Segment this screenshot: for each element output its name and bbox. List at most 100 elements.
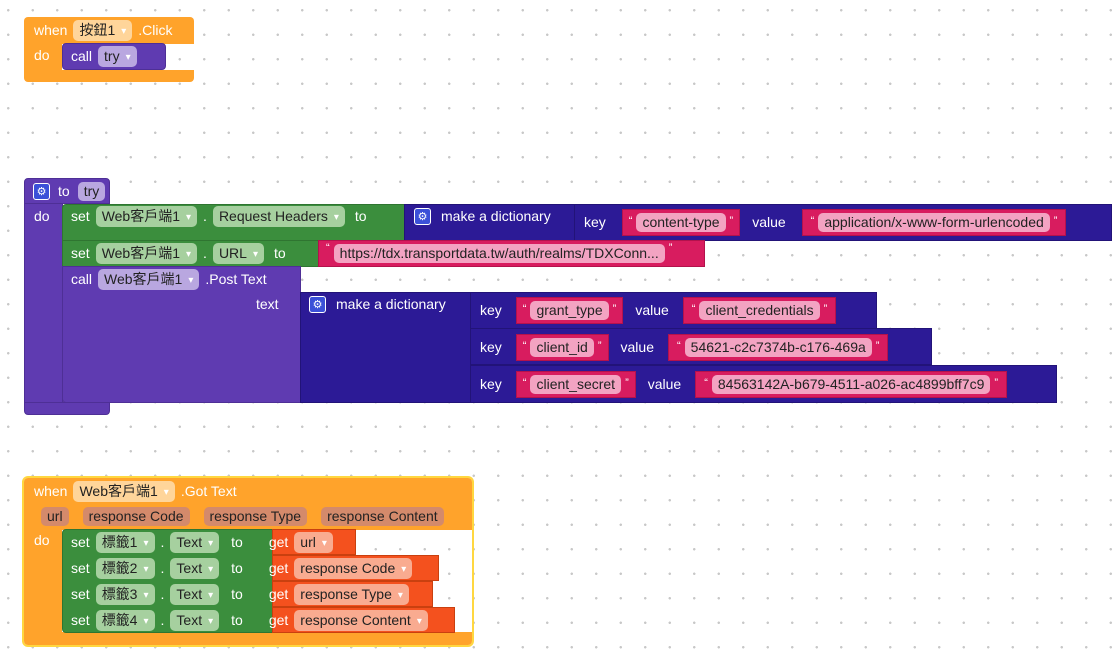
dropdown-arrow-icon <box>334 207 339 226</box>
set-label-row[interactable]: set 標籤1 . Text to get url <box>71 529 333 555</box>
property-name: Text <box>176 585 203 602</box>
procedure-name-field[interactable]: try <box>77 181 106 201</box>
variable-name: url <box>300 533 316 550</box>
event-name: .Got Text <box>180 483 237 499</box>
component-dropdown[interactable]: 標籤1 <box>95 531 155 553</box>
dropdown-arrow-icon <box>164 482 169 501</box>
property-dropdown[interactable]: Text <box>170 583 220 605</box>
value-text[interactable]: application/x-www-form-urlencoded <box>818 212 1050 232</box>
text-block[interactable]: “client_credentials” <box>682 296 837 324</box>
set-label: set <box>71 245 90 261</box>
procedure-dropdown[interactable]: try <box>98 45 137 67</box>
dropdown-arrow-icon <box>186 244 191 263</box>
text-block[interactable]: “grant_type” <box>515 296 624 324</box>
quote-open: “ <box>522 302 527 315</box>
event-param[interactable]: response Content <box>321 506 444 526</box>
text-block[interactable]: “84563142A-b679-4511-a026-ac4899bff7c9” <box>695 370 1008 398</box>
url-text[interactable]: https://tdx.transportdata.tw/auth/realms… <box>333 243 665 263</box>
get-label: get <box>268 534 289 550</box>
do-label: do <box>34 208 50 224</box>
property-dropdown[interactable]: Request Headers <box>212 205 345 227</box>
quote-close: ” <box>668 242 673 254</box>
property-name: URL <box>218 244 247 261</box>
property-dropdown[interactable]: URL <box>212 242 264 264</box>
set-label: set <box>71 612 90 628</box>
value-text[interactable]: client_credentials <box>699 300 820 320</box>
component-dropdown[interactable]: 標籤4 <box>95 609 155 631</box>
gear-icon[interactable] <box>33 182 50 200</box>
call-label: call <box>71 48 93 64</box>
key-text[interactable]: client_secret <box>530 374 622 394</box>
variable-dropdown[interactable]: response Type <box>294 583 409 605</box>
to-label: to <box>354 208 367 224</box>
text-block[interactable]: “client_secret” <box>515 370 636 398</box>
event-body <box>24 43 62 71</box>
property-dropdown[interactable]: Text <box>170 531 220 553</box>
dropdown-arrow-icon <box>188 270 193 289</box>
quote-open: “ <box>810 214 815 227</box>
key-label: key <box>480 339 502 355</box>
when-label: when <box>34 483 68 499</box>
text-block[interactable]: “content-type” <box>621 208 741 236</box>
quote-open: “ <box>326 242 330 254</box>
key-text[interactable]: content-type <box>636 212 726 232</box>
quote-close: ” <box>625 376 629 389</box>
variable-dropdown[interactable]: response Content <box>294 609 428 631</box>
dot-label: . <box>160 560 165 576</box>
variable-dropdown[interactable]: response Code <box>294 557 413 579</box>
dropdown-arrow-icon <box>143 585 148 604</box>
value-text[interactable]: 54621-c2c7374b-c176-469a <box>684 337 872 357</box>
to-label: to <box>231 534 243 550</box>
set-label: set <box>71 534 90 550</box>
component-name: 標籤3 <box>101 585 138 602</box>
component-dropdown[interactable]: Web客戶端1 <box>98 268 200 290</box>
key-text[interactable]: grant_type <box>530 300 609 320</box>
text-block[interactable]: “54621-c2c7374b-c176-469a” <box>667 333 889 361</box>
quote-close: ” <box>875 339 880 352</box>
component-name: 標籤4 <box>101 611 138 628</box>
value-text[interactable]: 84563142A-b679-4511-a026-ac4899bff7c9 <box>711 374 991 394</box>
get-label: get <box>268 612 289 628</box>
dropdown-arrow-icon <box>143 611 148 630</box>
set-label-row[interactable]: set 標籤3 . Text to get response Type <box>71 581 409 607</box>
gear-icon[interactable] <box>309 295 326 313</box>
event-footer <box>24 632 472 645</box>
component-dropdown[interactable]: 按鈕1 <box>73 19 133 41</box>
quote-close: ” <box>994 376 999 389</box>
quote-open: “ <box>522 376 527 389</box>
set-label-row[interactable]: set 標籤2 . Text to get response Code <box>71 555 413 581</box>
component-dropdown[interactable]: 標籤2 <box>95 557 155 579</box>
event-param[interactable]: response Code <box>82 506 190 526</box>
component-name: Web客戶端1 <box>104 270 183 287</box>
quote-open: “ <box>628 214 633 227</box>
property-dropdown[interactable]: Text <box>170 557 220 579</box>
event-param[interactable]: url <box>41 506 69 526</box>
gear-icon[interactable] <box>414 207 431 225</box>
variable-dropdown[interactable]: url <box>294 531 333 553</box>
make-dictionary-block[interactable] <box>404 204 576 241</box>
dropdown-arrow-icon <box>126 47 131 66</box>
key-text[interactable]: client_id <box>530 337 594 357</box>
component-dropdown[interactable]: Web客戶端1 <box>95 205 198 227</box>
variable-name: response Type <box>300 585 392 602</box>
dot-label: . <box>203 245 207 261</box>
dropdown-arrow-icon <box>208 559 213 578</box>
dropdown-arrow-icon <box>143 559 148 578</box>
set-label-row[interactable]: set 標籤4 . Text to get response Content <box>71 607 428 633</box>
component-dropdown[interactable]: Web客戶端1 <box>73 480 175 502</box>
property-dropdown[interactable]: Text <box>170 609 220 631</box>
text-block[interactable]: “client_id” <box>515 333 609 361</box>
dict-label: make a dictionary <box>336 296 446 312</box>
quote-close: ” <box>823 302 828 315</box>
component-dropdown[interactable]: Web客戶端1 <box>95 242 198 264</box>
property-name: Text <box>176 559 203 576</box>
text-block[interactable]: “application/x-www-form-urlencoded” <box>801 208 1067 236</box>
make-dictionary-block[interactable] <box>300 292 471 403</box>
event-param[interactable]: response Type <box>203 506 308 526</box>
component-dropdown[interactable]: 標籤3 <box>95 583 155 605</box>
component-name: 按鈕1 <box>79 21 116 38</box>
dropdown-arrow-icon <box>417 611 422 630</box>
procedure-footer <box>24 402 110 415</box>
get-label: get <box>268 560 289 576</box>
procedure-name: try <box>104 47 120 64</box>
